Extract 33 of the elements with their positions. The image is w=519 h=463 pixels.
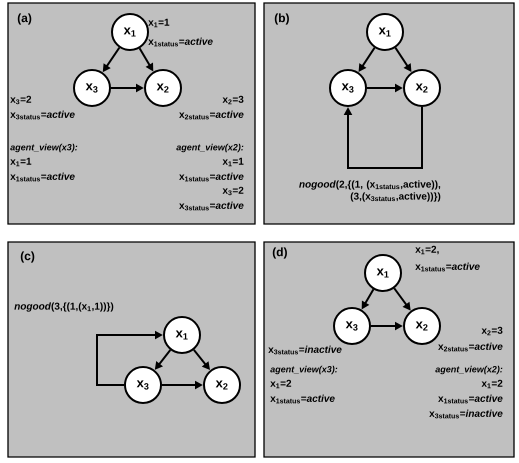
variable-label: x$_{1}$=2 <box>482 380 502 388</box>
edge-label: nogood(3,{(1,(x$_{1}$,1))}) <box>14 302 114 312</box>
variable-label: x$_{1status}$=active <box>148 38 213 46</box>
view-heading: agent_view(x2): <box>435 366 502 374</box>
variable-label: x$_{2status}$=active <box>438 342 503 352</box>
variable-label: x$_{3}$=2 <box>10 96 32 104</box>
variable-label: x$_{1}$=1 <box>222 158 244 166</box>
variable-label: x$_{1}$=2 <box>270 380 292 388</box>
variable-label: x$_{1status}$=active <box>415 262 480 272</box>
variable-label: x$_{2status}$=active <box>179 110 244 120</box>
variable-label: x$_{3status}$=active <box>179 202 244 210</box>
view-heading: agent_view(x3): <box>10 144 78 152</box>
panel-label: (d) <box>272 247 287 259</box>
panel-label: (c) <box>20 251 34 263</box>
variable-label: x$_{3status}$=inactive <box>429 410 503 418</box>
view-heading: agent_view(x3): <box>270 366 338 374</box>
variable-label: x$_{1status}$=active <box>438 394 503 404</box>
view-heading: agent_view(x2): <box>176 144 244 152</box>
panel-label: (b) <box>274 13 289 25</box>
variable-label: x$_{2}$=3 <box>482 326 502 336</box>
variable-label: x$_{2}$=3 <box>222 96 244 104</box>
panel-label: (a) <box>18 13 32 25</box>
variable-label: x$_{3status}$=inactive <box>268 346 342 354</box>
variable-label: x$_{3status}$=active <box>10 110 75 120</box>
edge-label: nogood(2,{(1, (x$_{1status}$,active)), (3,(x$_{3status}$,active))}) <box>299 180 440 202</box>
variable-label: x$_{3}$=2 <box>222 186 244 196</box>
variable-label: x$_{1status}$=active <box>179 172 244 182</box>
variable-label: x$_{1}$=2, <box>415 246 439 254</box>
variable-label: x$_{1}$=1 <box>148 18 170 28</box>
arrow <box>344 107 423 169</box>
variable-label: x$_{1}$=1 <box>10 158 32 166</box>
variable-label: x$_{1status}$=active <box>10 172 75 182</box>
variable-label: x$_{1status}$=active <box>270 394 335 404</box>
